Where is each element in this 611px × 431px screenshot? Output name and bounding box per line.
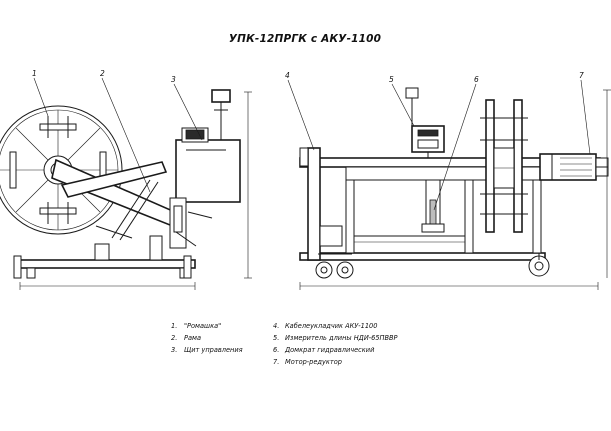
cable-reel	[480, 99, 528, 233]
cable-layer-wheels	[528, 253, 550, 277]
length-meter	[405, 87, 445, 158]
left-view-winding-stand	[0, 77, 252, 290]
control-cabinet	[169, 89, 241, 249]
frame	[13, 158, 196, 279]
legend-text: Щит управления	[184, 346, 243, 354]
callout-5: 5	[389, 75, 394, 84]
callout-4: 4	[285, 71, 290, 80]
legend-text: Измеритель длины НДИ-65ПВВР	[285, 334, 398, 342]
left-view-dimensions	[19, 91, 252, 290]
legend-num: 1.	[171, 322, 177, 330]
legend-item-6: 6. Домкрат гидравлический	[273, 346, 375, 354]
legend-item-5: 5. Измеритель длины НДИ-65ПВВР	[273, 334, 398, 342]
callout-2: 2	[100, 69, 105, 78]
right-view-dimensions	[299, 89, 611, 290]
legend-item-4: 4. Кабелеукладчик АКУ-1100	[273, 322, 377, 330]
drawing-title: УПК-12ПРГК с АКУ-1100	[229, 33, 381, 45]
legend-num: 6.	[273, 346, 279, 354]
legend-num: 5.	[273, 334, 279, 342]
legend-item-1: 1. "Ромашка"	[171, 322, 221, 330]
callout-7: 7	[579, 71, 584, 80]
legend-item-7: 7. Мотор-редуктор	[273, 358, 342, 366]
legend-item-3: 3. Щит управления	[171, 346, 243, 354]
callout-6: 6	[474, 75, 479, 84]
legend-text: Домкрат гидравлический	[284, 346, 375, 354]
legend-item-2: 2. Рама	[171, 334, 201, 342]
hydraulic-jack	[421, 179, 445, 233]
cable-layer-base	[299, 179, 546, 261]
cable-layer-left-end	[299, 147, 354, 279]
legend-text: Рама	[184, 334, 201, 342]
legend-text: Мотор-редуктор	[285, 358, 342, 366]
legend: 1. "Ромашка" 2. Рама 3. Щит управления 4…	[171, 322, 398, 366]
callout-1: 1	[32, 69, 37, 78]
motor-gearbox	[539, 153, 609, 181]
legend-num: 2.	[171, 334, 177, 342]
callout-3: 3	[171, 75, 176, 84]
legend-num: 3.	[171, 346, 177, 354]
legend-text: Кабелеукладчик АКУ-1100	[285, 322, 377, 330]
callout-numbers: 1 2 3 4 5 6 7	[32, 69, 584, 84]
legend-text: "Ромашка"	[184, 322, 221, 330]
right-view-cable-layer	[287, 79, 611, 290]
legend-num: 7.	[273, 358, 279, 366]
legend-num: 4.	[273, 322, 279, 330]
